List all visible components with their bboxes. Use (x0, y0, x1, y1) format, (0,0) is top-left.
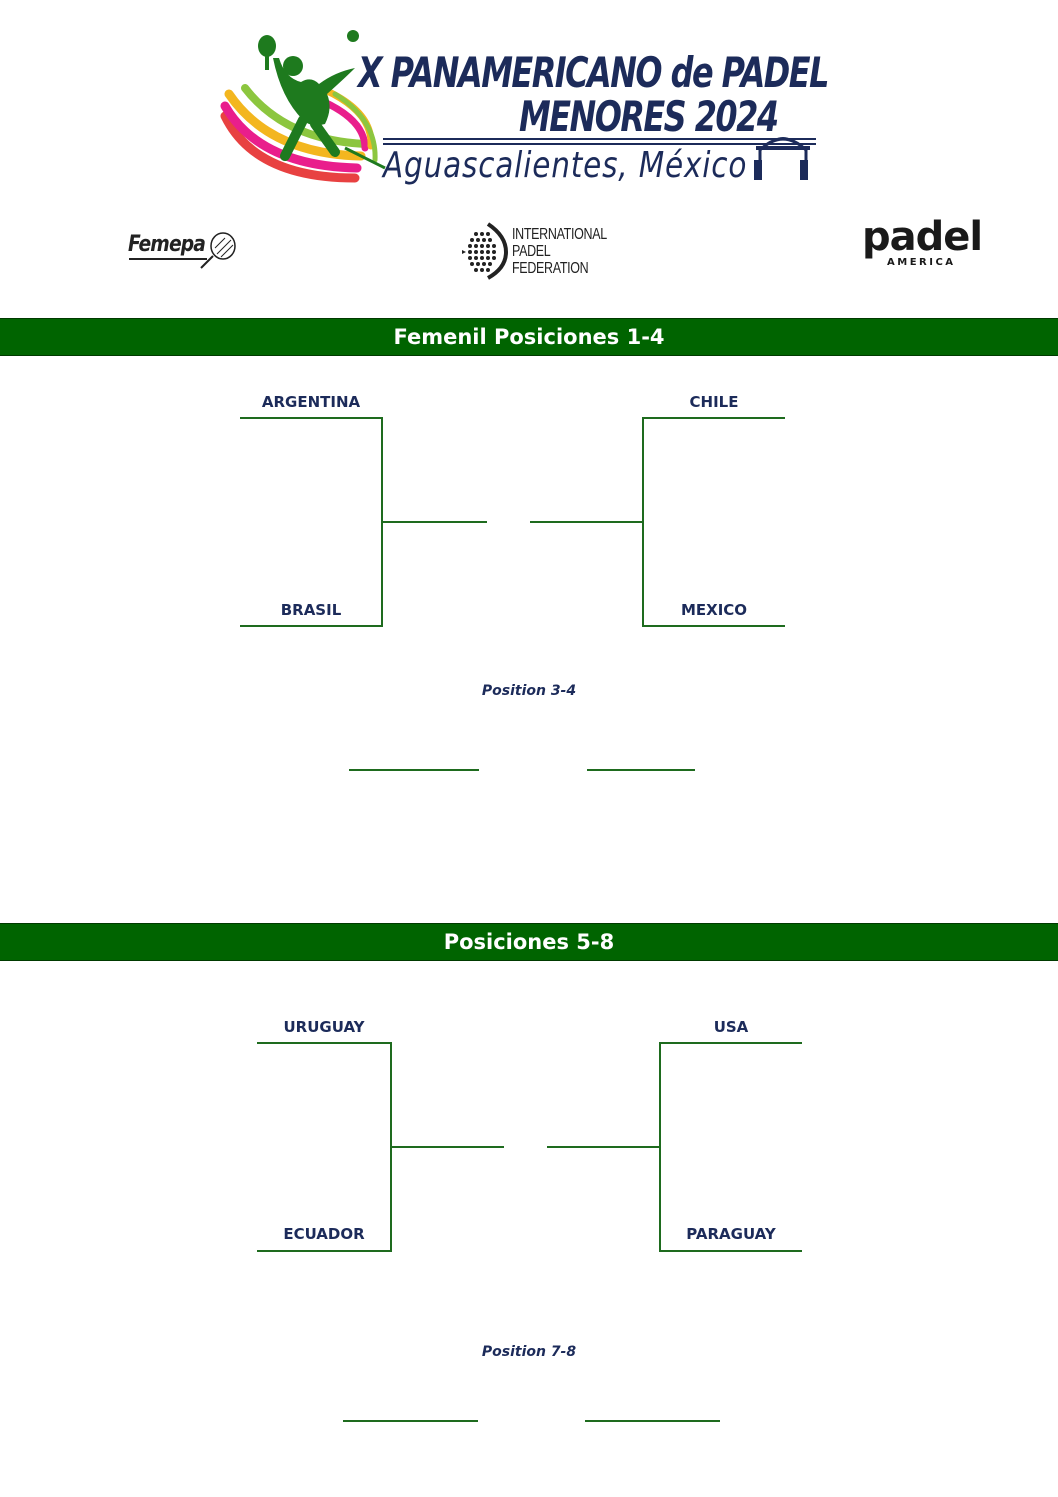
team-slot-left-top: ARGENTINA (261, 393, 361, 411)
femepa-logo: Femepa (125, 228, 240, 274)
padel-america-logo: padel AMERICA (860, 214, 983, 272)
section-title: Femenil Posiciones 1-4 (393, 325, 665, 349)
seventh-place-slot-line (343, 1420, 478, 1422)
event-title-line1: X PANAMERICANO de PADEL (358, 48, 829, 97)
team-slot-right-top: CHILE (689, 393, 739, 411)
section-header-5-8: Posiciones 5-8 (0, 923, 1058, 961)
event-header: X PANAMERICANO de PADEL MENORES 2024 Agu… (0, 0, 1058, 300)
team-slot-right-bottom: MEXICO (680, 601, 748, 619)
section-header-femenil: Femenil Posiciones 1-4 (0, 318, 1058, 356)
team-slot-left-bottom: BRASIL (280, 601, 342, 619)
bracket-line (659, 1042, 802, 1044)
event-logo-icon (220, 30, 386, 183)
team-slot-left-bottom: ECUADOR (283, 1225, 365, 1243)
ipf-logo-text: INTERNATIONAL PADEL FEDERATION (512, 226, 607, 277)
position-label: Position 3-4 (481, 683, 577, 699)
bracket-line (642, 417, 644, 627)
femepa-logo-text: Femepa (128, 232, 206, 257)
team-slot-left-top: URUGUAY (283, 1018, 365, 1036)
bracket-final-line (547, 1146, 660, 1148)
position-label: Position 7-8 (481, 1344, 577, 1360)
bracket-final-line (530, 521, 643, 523)
team-slot-right-top: USA (713, 1018, 749, 1036)
bracket-line (257, 1250, 392, 1252)
bracket-line (642, 625, 785, 627)
third-place-slot-line (349, 769, 479, 771)
bracket-line (642, 417, 785, 419)
title-divider (383, 138, 816, 140)
padel-america-sub: AMERICA (887, 257, 956, 268)
arch-monument-icon (754, 137, 810, 180)
femepa-underline (129, 258, 207, 260)
bracket-line (659, 1042, 661, 1252)
seventh-place-slot-line (585, 1420, 720, 1422)
third-place-slot-line (587, 769, 695, 771)
bracket-line (240, 417, 383, 419)
bracket-line (240, 625, 383, 627)
section-title: Posiciones 5-8 (443, 930, 615, 954)
bracket-line (659, 1250, 802, 1252)
team-slot-right-bottom: PARAGUAY (686, 1225, 776, 1243)
ipf-racket-icon (462, 222, 508, 280)
event-location: Aguascalientes, México (383, 145, 748, 186)
bracket-final-line (390, 1146, 504, 1148)
padel-america-word: padel (862, 214, 983, 260)
ipf-logo: INTERNATIONAL PADEL FEDERATION (462, 220, 612, 282)
bracket-final-line (381, 521, 487, 523)
event-title-line2: MENORES 2024 (519, 92, 779, 141)
bracket-line (257, 1042, 392, 1044)
title-divider (383, 143, 816, 145)
femepa-racket-icon (200, 232, 236, 269)
